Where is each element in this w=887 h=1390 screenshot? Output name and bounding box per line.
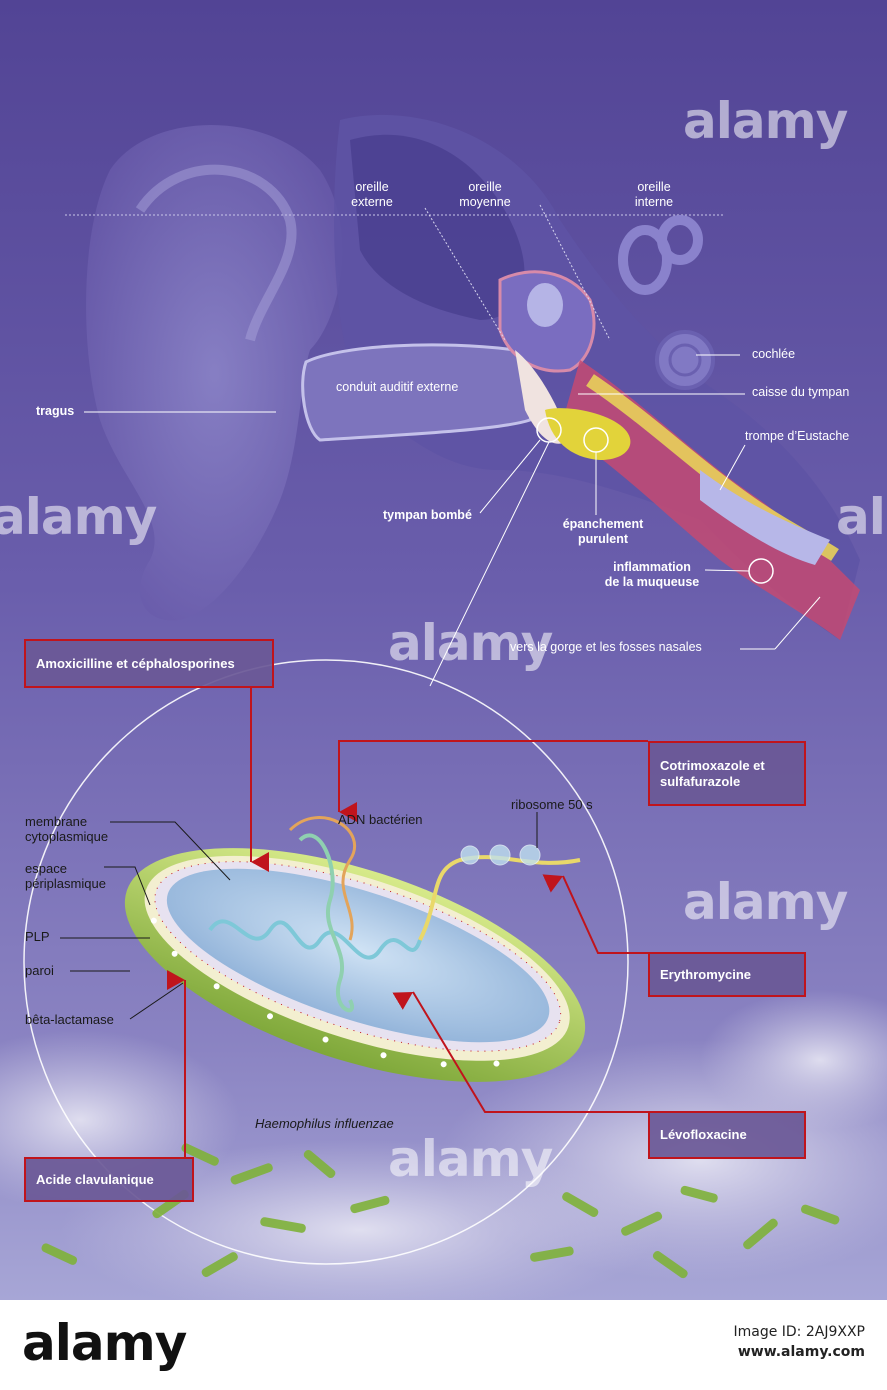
label-tympan-bombe: tympan bombé [383,508,472,522]
label-oreille-externe: oreille externe [351,180,393,209]
label-cochlee: cochlée [752,347,796,361]
label-conduit-auditif: conduit auditif externe [336,380,459,394]
illustration: alamy alamy alamy alamy alamy alamy orei… [0,0,887,1320]
watermark: alamy [683,92,848,150]
label-beta-lactamase: bêta-lactamase [25,1012,114,1027]
watermark: alamy [388,1130,553,1188]
label-espace: espace périplasmique [25,861,106,891]
label-plp: PLP [25,929,50,944]
illustration-svg [0,0,887,1320]
label-inflammation: inflammation de la muqueuse [604,560,700,589]
drug-erythromycine: Erythromycine [648,952,806,997]
watermark: alamy [0,488,157,546]
drug-acide-clavulanique: Acide clavulanique [24,1157,194,1202]
label-ribosome: ribosome 50 s [511,797,593,812]
label-oreille-interne: oreille interne [634,180,674,209]
label-paroi: paroi [25,963,54,978]
label-trompe-eustache: trompe d’Eustache [745,429,850,443]
footer-bar: alamy Image ID: 2AJ9XXP www.alamy.com [0,1300,887,1390]
label-vers-la-gorge: vers la gorge et les fosses nasales [510,640,702,654]
label-tragus: tragus [36,404,75,418]
watermark: alamy [388,614,553,672]
label-caisse-du-tympan: caisse du tympan [752,385,850,399]
alamy-logo: alamy [22,1314,187,1372]
label-species: Haemophilus influenzae [255,1116,394,1131]
drug-amoxicilline: Amoxicilline et céphalosporines [24,639,274,688]
watermark: alamy [836,488,887,546]
site-url: www.alamy.com [737,1344,865,1360]
drug-cotrimoxazole: Cotrimoxazole et sulfafurazole [648,741,806,806]
footer-ids: Image ID: 2AJ9XXP www.alamy.com [733,1322,865,1362]
label-membrane: membrane cytoplasmique [25,814,109,844]
drug-levofloxacine: Lévofloxacine [648,1111,806,1159]
label-adn: ADN bactérien [338,812,423,827]
watermark: alamy [683,873,848,931]
image-id: Image ID: 2AJ9XXP [733,1324,865,1340]
label-oreille-moyenne: oreille moyenne [459,180,511,209]
label-epanchement: épanchement purulent [562,517,644,546]
